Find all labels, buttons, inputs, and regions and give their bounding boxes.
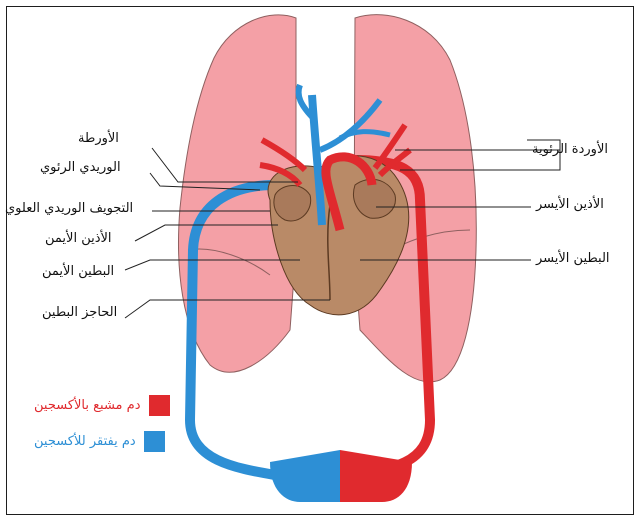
- legend-oxygenated-text: دم مشبع بالأكسجين: [34, 398, 141, 413]
- legend-oxygenated-swatch: [149, 395, 170, 416]
- label-right-ventricle: البطين الأيمن: [42, 264, 114, 279]
- label-left-ventricle: البطين الأيسر: [536, 251, 610, 266]
- label-left-atrium: الأذين الأيسر: [536, 197, 604, 212]
- label-pulmonary-veins: الأوردة الرئوية: [532, 142, 608, 157]
- legend-deoxygenated-swatch: [144, 431, 165, 452]
- legend-deoxygenated: دم يفتقر للأكسجين: [34, 431, 165, 452]
- label-septum: الحاجز البطين: [42, 305, 117, 320]
- label-right-atrium: الأذين الأيمن: [45, 231, 112, 246]
- legend-deoxygenated-text: دم يفتقر للأكسجين: [34, 434, 136, 449]
- capillary-blue: [270, 450, 340, 502]
- capillary-red: [340, 450, 412, 502]
- label-pulmonary-vein-left: الوريدي الرئوي: [40, 160, 121, 175]
- label-aorta: الأورطة: [78, 131, 119, 146]
- legend-oxygenated: دم مشبع بالأكسجين: [34, 395, 170, 416]
- label-superior-vena-cava: التجويف الوريدي العلوي: [5, 201, 133, 216]
